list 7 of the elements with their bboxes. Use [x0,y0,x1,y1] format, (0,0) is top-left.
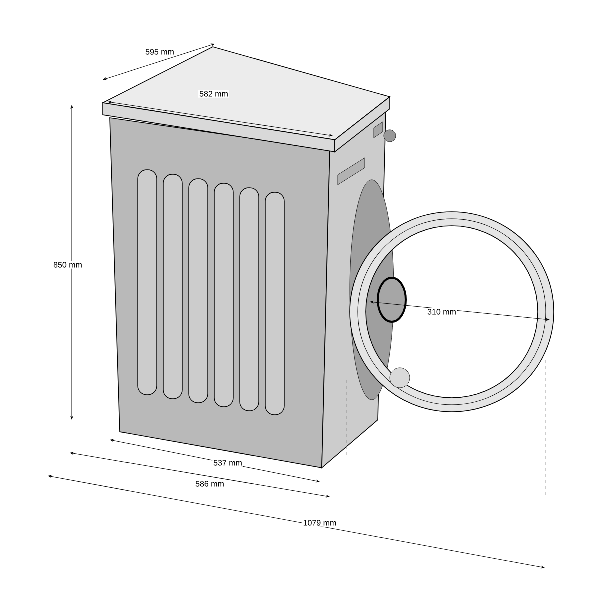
dimension-label: 582 mm [198,90,230,98]
dimension-label: 310 mm [426,308,458,316]
dimension-label: 1079 mm [302,519,338,527]
dimension-label: 537 mm [212,459,244,467]
dimension-label: 586 mm [194,480,226,488]
dimension-label: 850 mm [52,261,84,269]
dimension-label: 595 mm [144,48,176,56]
